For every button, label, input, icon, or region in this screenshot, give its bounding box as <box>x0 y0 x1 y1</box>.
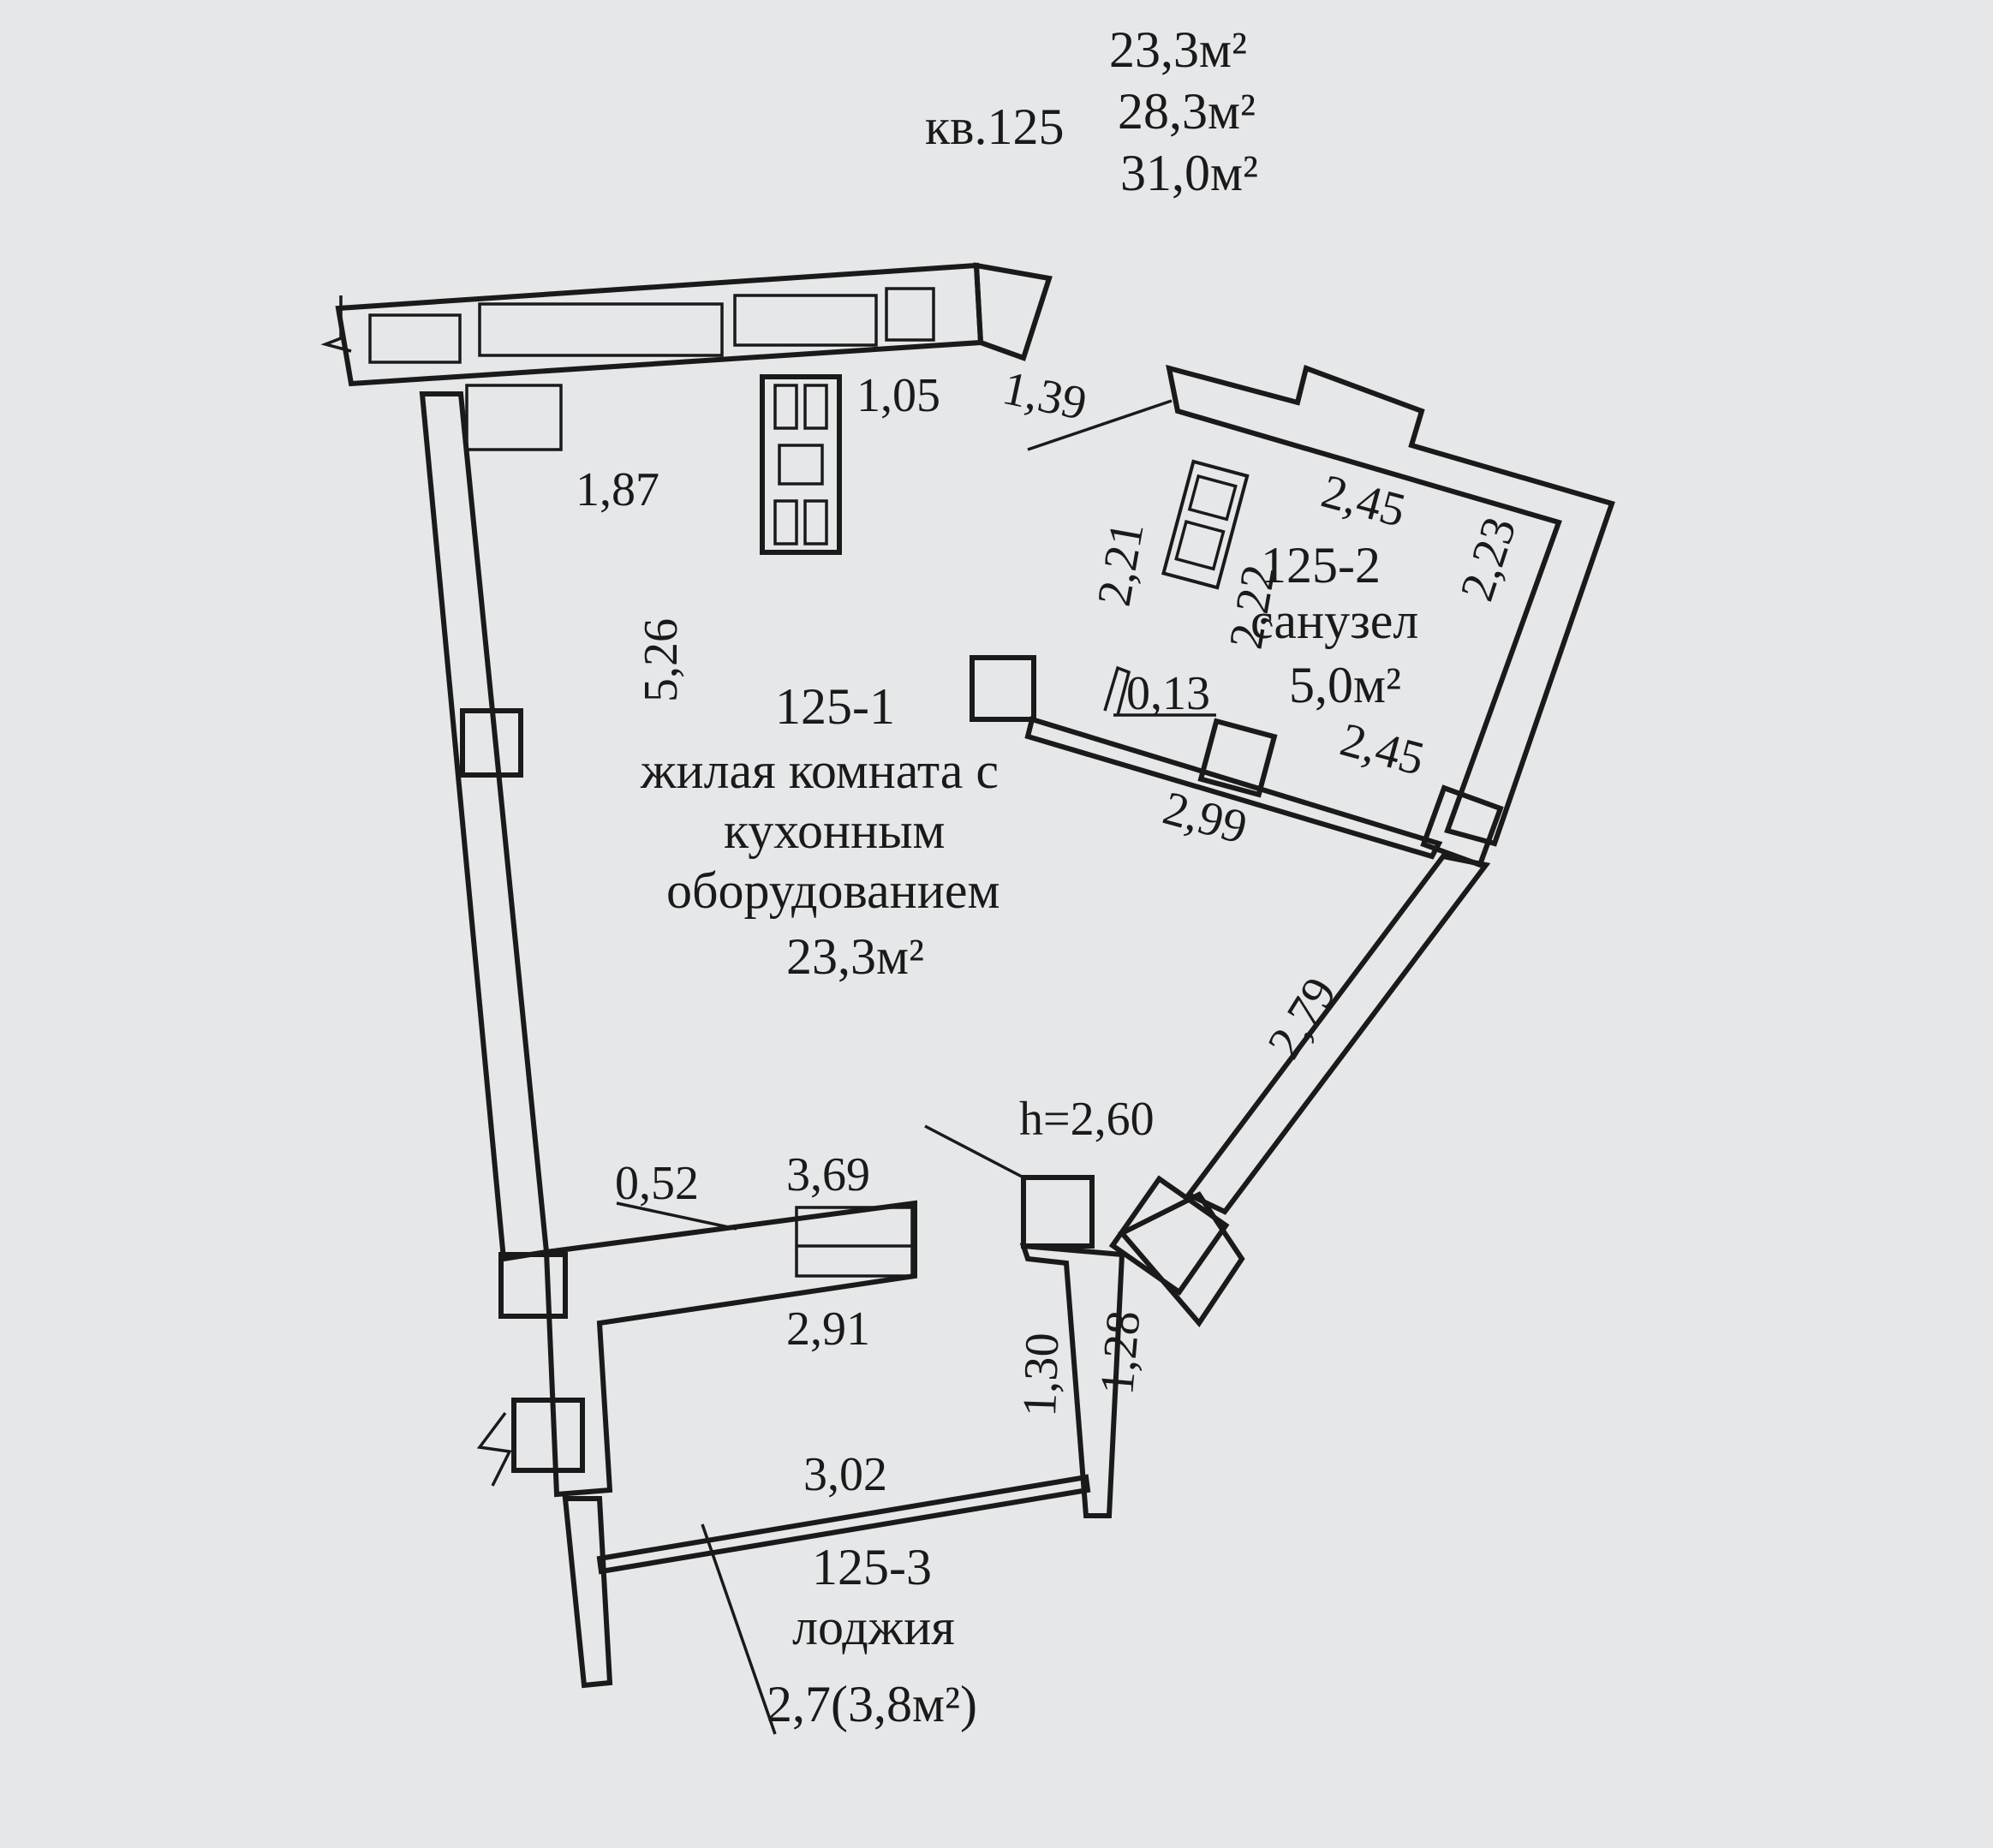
break-mark <box>320 295 352 353</box>
door-jamb <box>1103 665 1131 716</box>
corner-niche <box>465 384 563 451</box>
dim-3-02: 3,02 <box>803 1448 887 1501</box>
window-lower <box>795 1206 914 1278</box>
dim-1-30: 1,30 <box>1013 1332 1069 1417</box>
dim-0-52: 0,52 <box>615 1157 699 1210</box>
window-top-1 <box>478 302 724 357</box>
room-name-living-3: оборудованием <box>666 862 999 919</box>
apartment-header: кв.125 23,3м² 28,3м² 31,0м² <box>925 21 1258 201</box>
walls <box>320 262 1615 1689</box>
column-left <box>460 708 523 778</box>
room-name-living-1: жилая комната с <box>640 742 999 799</box>
area-total-with-loggia: 31,0м² <box>1120 145 1258 201</box>
bathroom-top-wall <box>1166 364 1615 847</box>
vent-cell <box>778 444 824 486</box>
loggia-right-wall <box>1019 1243 1125 1518</box>
dim-1-05: 1,05 <box>856 369 940 422</box>
room-bathroom: 125-2 санузел 5,0м² <box>1250 537 1418 713</box>
column-lower-left <box>498 1252 568 1319</box>
room-name-loggia: лоджия <box>792 1599 955 1655</box>
apartment-number: кв.125 <box>925 98 1064 155</box>
leader-lines <box>616 399 1216 1735</box>
room-name-bathroom: санузел <box>1250 593 1418 649</box>
vent-cell <box>773 384 798 430</box>
area-living: 23,3м² <box>1109 21 1247 78</box>
corner-wall-piece <box>973 262 1053 361</box>
loggia-front-rail <box>596 1474 1091 1575</box>
break-mark <box>476 1411 512 1487</box>
diagonal-right-wall <box>1184 853 1491 1215</box>
column-entry <box>1021 1175 1095 1249</box>
shower-detail <box>1187 474 1238 522</box>
leader-loggia <box>701 1523 777 1735</box>
window-top-2 <box>733 294 878 347</box>
wall-niche <box>885 287 935 342</box>
bathroom-partition <box>1024 716 1443 860</box>
lower-partition <box>543 1200 917 1498</box>
vent-cell <box>773 499 798 545</box>
room-number-living: 125-1 <box>775 678 895 735</box>
dim-2-91: 2,91 <box>786 1303 870 1356</box>
shower-tray <box>1161 459 1250 590</box>
loggia-left-wall <box>562 1496 613 1689</box>
column-partition <box>970 655 1036 722</box>
diagonal-end <box>1118 1191 1245 1327</box>
kitchen-vent-block <box>760 374 842 555</box>
shower-detail <box>1174 520 1226 571</box>
dim-height: h=2,60 <box>1019 1093 1155 1146</box>
room-name-living-2: кухонным <box>724 802 946 859</box>
room-area-living: 23,3м² <box>786 928 924 985</box>
vent-cell <box>803 384 828 430</box>
column-right <box>1420 784 1504 868</box>
leader-0-52 <box>616 1201 737 1231</box>
leader-height <box>924 1124 1024 1179</box>
vent-cell <box>803 499 828 545</box>
room-number-loggia: 125-3 <box>812 1539 932 1595</box>
column-partition-2 <box>1197 718 1278 798</box>
column-diagonal <box>1108 1175 1230 1297</box>
dim-0-13: 0,13 <box>1126 667 1210 720</box>
room-number-bathroom: 125-2 <box>1261 537 1381 593</box>
dim-1-87: 1,87 <box>576 463 659 516</box>
column-loggia-left <box>511 1398 585 1473</box>
dim-5-26: 5,26 <box>635 618 688 702</box>
room-area-loggia: 2,7(3,8м²) <box>767 1676 977 1732</box>
room-area-bathroom: 5,0м² <box>1289 657 1401 713</box>
dim-3-69: 3,69 <box>786 1148 870 1201</box>
dim-1-28: 1,28 <box>1090 1309 1150 1397</box>
area-total: 28,3м² <box>1118 83 1256 140</box>
leader-1-39 <box>1027 399 1173 451</box>
room-living: 125-1 жилая комната с кухонным оборудова… <box>640 678 999 985</box>
room-loggia: 125-3 лоджия 2,7(3,8м²) <box>767 1539 977 1732</box>
wall-niche <box>368 313 462 364</box>
